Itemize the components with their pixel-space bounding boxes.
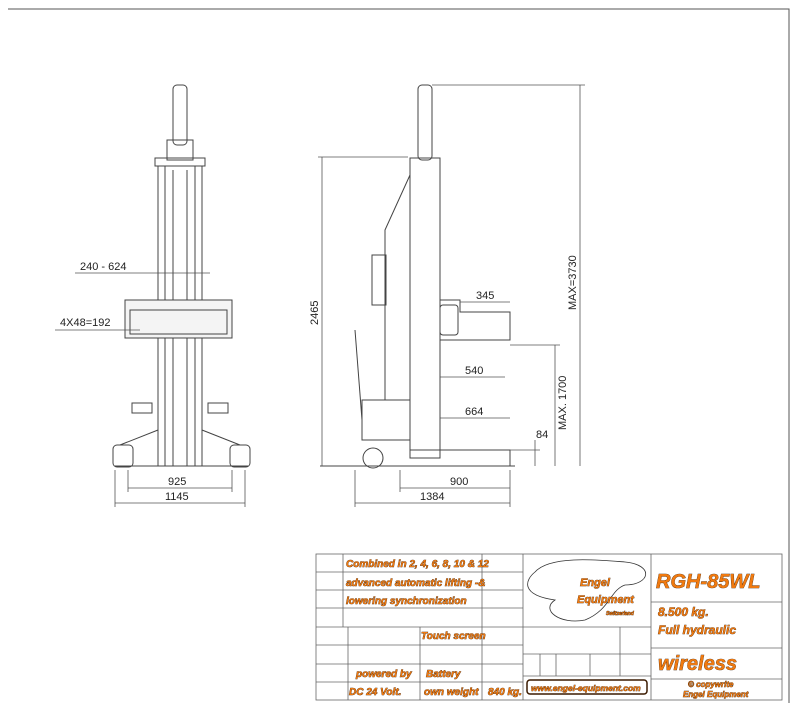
dim-max-height: MAX=3730 (567, 255, 579, 310)
dim-carriage-width: 240 - 624 (80, 261, 126, 273)
dim-fork-length: 345 (476, 290, 494, 302)
title-block-grid (315, 553, 783, 701)
website-box (526, 679, 648, 695)
model-name: RGH-85WL (656, 571, 760, 593)
dim-length: 1384 (420, 491, 444, 503)
copyright-line-2: Engel Equipment (683, 690, 749, 699)
dim-540: 540 (465, 365, 483, 377)
own-weight-label: own weight (424, 687, 479, 698)
dim-max-lift: MAX. 1700 (557, 376, 569, 430)
front-dimensions (55, 272, 246, 507)
dim-inner-width: 925 (168, 476, 186, 488)
front-view (112, 84, 251, 468)
weight-value: 840 kg. (488, 687, 522, 698)
volt-label: DC 24 Volt. (349, 687, 401, 698)
side-view (320, 84, 515, 469)
side-dimensions (318, 84, 585, 507)
capacity: 8.500 kg. (658, 605, 709, 619)
drawing-frame (8, 8, 790, 703)
feature-line-3: lowering synchronization (346, 596, 467, 607)
dim-height: 2465 (309, 301, 321, 325)
svg-text:Engel: Engel (580, 577, 611, 589)
svg-text:Switzerland: Switzerland (606, 611, 635, 617)
dim-holes: 4X48=192 (60, 317, 110, 329)
dim-900: 900 (450, 476, 468, 488)
battery-label: Battery (426, 669, 461, 680)
feature-line-1: Combined in 2, 4, 6, 8, 10 & 12 (346, 559, 489, 570)
website-link[interactable]: www.engel-equipment.com (531, 683, 642, 694)
powered-label: powered by (355, 669, 412, 680)
dim-min-lift: 84 (536, 429, 548, 441)
dim-664: 664 (465, 406, 483, 418)
engel-logo: Engel Equipment Switzerland (527, 559, 646, 622)
touch-screen-label: Touch screen (421, 631, 486, 642)
drive-type: Full hydraulic (658, 623, 736, 637)
svg-text:Equipment: Equipment (577, 594, 635, 606)
feature-line-2: advanced automatic lifting -& (346, 578, 485, 589)
wireless-label: wireless (658, 653, 737, 675)
dim-outer-width: 1145 (165, 491, 189, 503)
copyright-line-1: © copywrite (688, 680, 734, 689)
